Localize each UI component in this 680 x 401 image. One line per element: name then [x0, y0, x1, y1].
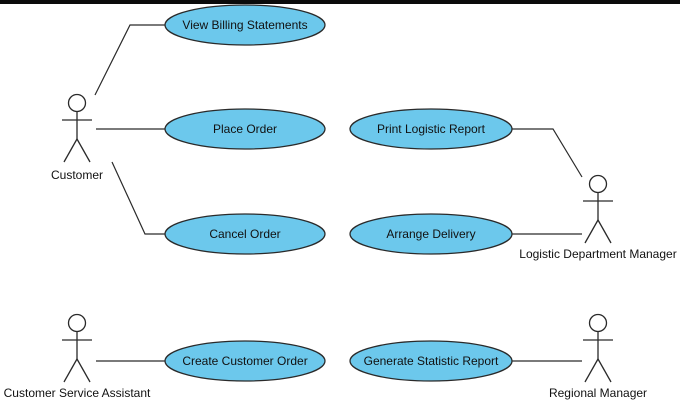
stick-figure-icon [583, 313, 613, 383]
use-case-create-customer-order[interactable]: Create Customer Order [164, 340, 326, 382]
actor-label: Regional Manager [549, 386, 647, 400]
use-case-label: Cancel Order [209, 227, 280, 241]
use-case-label: Arrange Delivery [386, 227, 475, 241]
assoc-print-logistic-manager [512, 128, 583, 178]
actor-label: Logistic Department Manager [519, 247, 676, 261]
assoc-customer-view-billing [94, 24, 165, 96]
associations [94, 24, 583, 362]
actor-customer[interactable]: Customer [51, 93, 103, 183]
actor-regional-manager[interactable]: Regional Manager [549, 313, 647, 401]
use-case-arrange-delivery[interactable]: Arrange Delivery [349, 213, 513, 255]
use-case-generate-statistic-report[interactable]: Generate Statistic Report [349, 340, 513, 382]
stick-figure-icon [583, 174, 613, 244]
actor-customer-service-assistant[interactable]: Customer Service Assistant [4, 313, 151, 401]
stick-figure-icon [62, 93, 92, 163]
actor-label: Customer Service Assistant [4, 386, 151, 400]
actor-logistic-department-manager[interactable]: Logistic Department Manager [519, 174, 677, 262]
stick-figure-icon [62, 313, 92, 383]
use-case-print-logistic-report[interactable]: Print Logistic Report [349, 108, 513, 150]
actor-label: Customer [51, 168, 103, 182]
assoc-customer-cancel-order [111, 161, 165, 235]
top-border [0, 0, 680, 4]
use-case-view-billing[interactable]: View Billing Statements [164, 4, 326, 46]
use-case-label: Print Logistic Report [377, 122, 486, 136]
use-case-label: Generate Statistic Report [364, 354, 499, 368]
use-case-label: View Billing Statements [182, 18, 307, 32]
use-case-label: Place Order [213, 122, 277, 136]
use-case-place-order[interactable]: Place Order [164, 108, 326, 150]
use-case-label: Create Customer Order [182, 354, 307, 368]
use-case-cancel-order[interactable]: Cancel Order [164, 213, 326, 255]
